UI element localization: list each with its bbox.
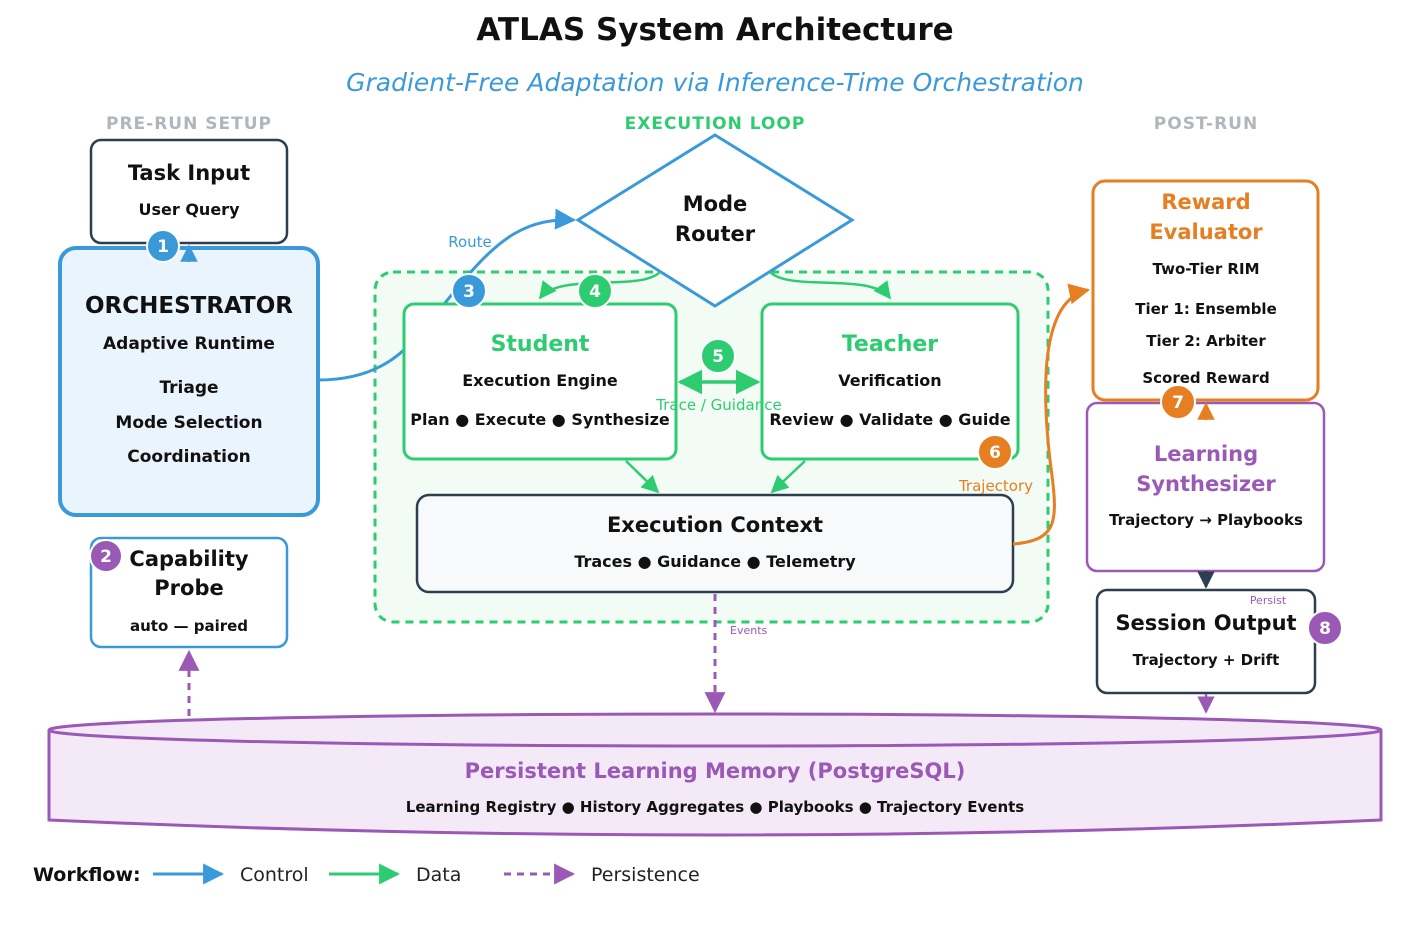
orchestrator-item-triage: Triage [159, 378, 218, 398]
legend-heading: Workflow: [33, 864, 141, 886]
svg-text:6: 6 [989, 443, 1001, 463]
orchestrator-item-mode-selection: Mode Selection [115, 413, 262, 433]
memory-title: Persistent Learning Memory (PostgreSQL) [465, 759, 966, 783]
badge-6: 6 [977, 434, 1013, 470]
legend-data-label: Data [416, 864, 461, 886]
reward-evaluator-title-1: Reward [1161, 190, 1250, 214]
router-to-teacher-arrow [769, 271, 892, 300]
teacher-subtitle: Verification [838, 371, 941, 390]
svg-text:7: 7 [1172, 393, 1184, 413]
reward-evaluator-title-2: Evaluator [1149, 220, 1263, 244]
phase-pre-run: PRE-RUN SETUP [106, 114, 272, 134]
badge-2: 2 [89, 539, 123, 573]
orchestrator-item-coordination: Coordination [127, 447, 251, 467]
student-to-context-arrow [625, 460, 660, 494]
trace-guidance-label: Trace / Guidance [655, 396, 781, 414]
learning-synthesizer-detail: Trajectory → Playbooks [1109, 511, 1303, 529]
task-input-title: Task Input [128, 161, 250, 185]
teacher-box: Teacher Verification Review ● Validate ●… [760, 302, 1020, 461]
student-title: Student [491, 332, 590, 357]
orchestrator-title: ORCHESTRATOR [85, 293, 293, 319]
legend-control-label: Control [240, 864, 309, 886]
trajectory-label: Trajectory [958, 477, 1033, 495]
badge-7: 7 [1160, 384, 1196, 420]
orchestrator-subtitle: Adaptive Runtime [103, 334, 275, 354]
learning-synthesizer-title-2: Synthesizer [1136, 472, 1276, 496]
svg-text:2: 2 [100, 547, 112, 567]
svg-text:4: 4 [589, 282, 601, 302]
badge-5: 5 [700, 338, 736, 374]
session-output-tag: Persist [1250, 594, 1287, 607]
svg-text:5: 5 [712, 347, 724, 367]
persistent-memory-db: Persistent Learning Memory (PostgreSQL) … [47, 712, 1383, 837]
session-output-title: Session Output [1115, 611, 1296, 635]
svg-text:3: 3 [463, 282, 475, 302]
execution-context-box: Execution Context Traces ● Guidance ● Te… [415, 493, 1015, 594]
session-output-box: Session Output Trajectory + Drift Persis… [1095, 588, 1317, 695]
teacher-detail: Review ● Validate ● Guide [769, 410, 1010, 429]
task-input-box: Task Input User Query [89, 138, 289, 245]
student-detail: Plan ● Execute ● Synthesize [410, 410, 670, 429]
learning-synthesizer-title-1: Learning [1154, 442, 1258, 466]
teacher-title: Teacher [842, 332, 938, 357]
badge-4: 4 [577, 273, 613, 309]
phase-execution: EXECUTION LOOP [625, 114, 806, 134]
badge-8: 8 [1307, 610, 1343, 646]
mode-router-line1: Mode [683, 192, 748, 216]
reward-evaluator-line-2: Tier 1: Ensemble [1135, 300, 1277, 318]
events-label: Events [730, 624, 768, 637]
reward-evaluator-box: Reward Evaluator Two-Tier RIM Tier 1: En… [1091, 179, 1320, 402]
teacher-to-context-arrow [770, 460, 806, 494]
badge-1: 1 [146, 229, 180, 263]
diagram-title: ATLAS System Architecture [476, 12, 953, 48]
reward-evaluator-line-3: Tier 2: Arbiter [1146, 332, 1266, 350]
mode-router: Mode Router [575, 133, 855, 308]
capability-probe-box: Capability Probe auto — paired [89, 536, 289, 649]
reward-evaluator-line-1: Two-Tier RIM [1153, 260, 1260, 278]
task-input-subtitle: User Query [139, 200, 241, 219]
legend-persistence-label: Persistence [591, 864, 700, 886]
session-output-detail: Trajectory + Drift [1133, 651, 1280, 669]
student-subtitle: Execution Engine [462, 371, 618, 390]
reward-evaluator-line-4: Scored Reward [1142, 369, 1269, 387]
svg-text:8: 8 [1319, 619, 1331, 639]
capability-probe-title-1: Capability [129, 547, 248, 571]
phase-post-run: POST-RUN [1154, 114, 1258, 134]
capability-probe-detail: auto — paired [130, 617, 248, 635]
badge-3: 3 [451, 273, 487, 309]
learning-synthesizer-box: Learning Synthesizer Trajectory → Playbo… [1085, 401, 1326, 573]
mode-router-line2: Router [675, 222, 756, 246]
svg-text:1: 1 [157, 237, 169, 257]
memory-detail: Learning Registry ● History Aggregates ●… [406, 798, 1025, 816]
route-label: Route [448, 233, 492, 251]
legend: Workflow: Control Data Persistence [33, 863, 700, 886]
diagram-subtitle: Gradient-Free Adaptation via Inference-T… [346, 68, 1084, 97]
trajectory-arrow [1012, 283, 1091, 546]
execution-context-title: Execution Context [607, 513, 823, 537]
capability-probe-title-2: Probe [154, 576, 223, 600]
execution-context-detail: Traces ● Guidance ● Telemetry [574, 552, 856, 571]
student-box: Student Execution Engine Plan ● Execute … [402, 302, 678, 461]
orchestrator-box: ORCHESTRATOR Adaptive Runtime Triage Mod… [58, 246, 320, 517]
